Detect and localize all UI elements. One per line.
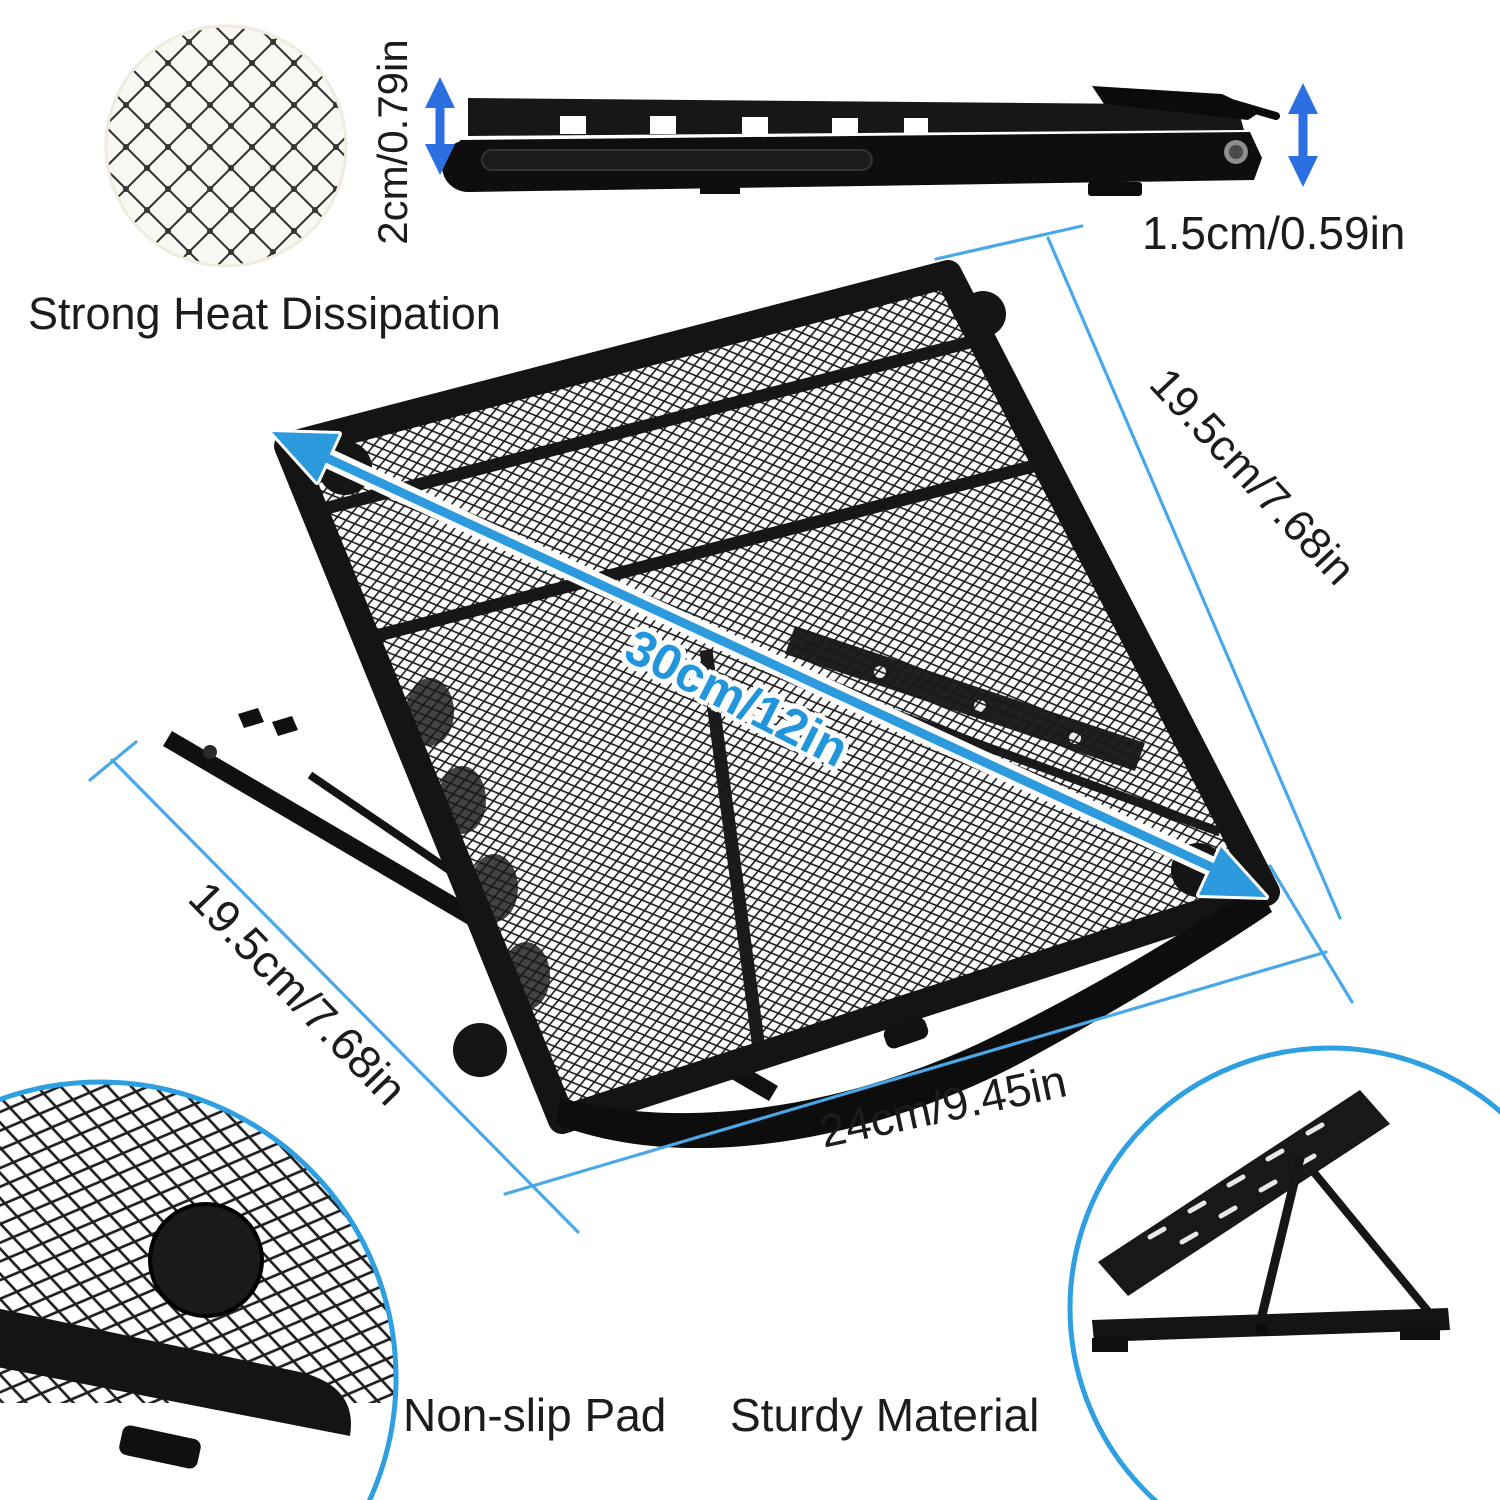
width-dimension-line: [503, 950, 1328, 1196]
sturdy-material-label: Sturdy Material: [730, 1389, 1040, 1441]
folded-stand-photo: [442, 86, 1280, 196]
left-side-dimension-line: [110, 758, 580, 1234]
heat-dissipation-label: Strong Heat Dissipation: [28, 288, 501, 339]
nonslip-pad-inset-photo: [0, 1079, 399, 1500]
right-side-dimension-line: [1046, 236, 1342, 920]
folded-height-arrow-icon: [425, 77, 455, 175]
nonslip-pad-label: Non-slip Pad: [403, 1389, 667, 1441]
folded-height-label: 2cm/0.79in: [369, 39, 416, 245]
diagonal-arrow-icon: [269, 429, 1269, 900]
laptop-stand-photo: [274, 260, 1280, 1149]
dimension-lines: [88, 224, 1354, 1234]
heat-dissipation-inset-photo: [104, 24, 348, 268]
sturdy-material-inset-photo: [1067, 1045, 1500, 1500]
rear-height-label: 1.5cm/0.59in: [1142, 207, 1406, 259]
rear-height-arrow-icon: [1288, 83, 1318, 187]
